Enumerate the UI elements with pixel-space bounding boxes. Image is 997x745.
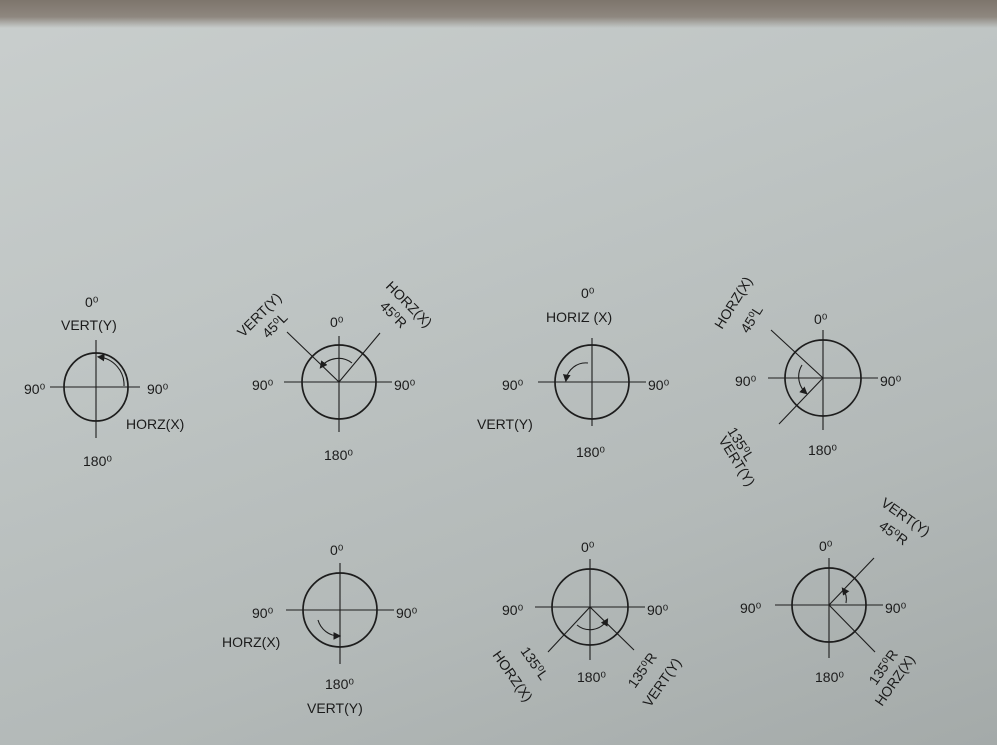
label-bottom-angle: 180⁰ bbox=[83, 453, 112, 469]
table-background bbox=[0, 0, 997, 28]
label-bottom-angle: 180⁰ bbox=[577, 669, 606, 685]
label-bottom-angle: 180⁰ bbox=[808, 442, 837, 458]
label-bottom-angle: 180⁰ bbox=[324, 447, 353, 463]
label-top-angle: 0⁰ bbox=[85, 294, 99, 310]
rotation-arrow bbox=[562, 362, 589, 383]
label-top-axis: VERT(Y) bbox=[61, 317, 117, 333]
label-right-angle: 90⁰ bbox=[394, 377, 416, 393]
label-top-angle: 0⁰ bbox=[330, 542, 344, 558]
rotation-arrow bbox=[576, 618, 609, 631]
diagonal-left-line bbox=[547, 606, 591, 653]
label-bottom-angle: 180⁰ bbox=[815, 669, 844, 685]
label-right-angle: 90⁰ bbox=[648, 377, 670, 393]
label-left-axis: VERT(Y) bbox=[477, 416, 533, 432]
diagonal-right-line bbox=[338, 332, 381, 383]
diagonal-down-line bbox=[778, 377, 824, 425]
label-left-angle: 90⁰ bbox=[252, 377, 274, 393]
label-left-angle: 90⁰ bbox=[24, 381, 46, 397]
diagonal-up-line bbox=[770, 329, 824, 379]
rotation-diagram-2: 0⁰ 90⁰ 90⁰ 180⁰ VERT(Y) 45⁰L HORZ(X) 45⁰… bbox=[234, 278, 436, 463]
label-right-angle: 90⁰ bbox=[647, 602, 669, 618]
label-top-axis: HORIZ (X) bbox=[546, 309, 612, 325]
label-left-angle: 90⁰ bbox=[502, 602, 524, 618]
rotation-diagram-5: 0⁰ 90⁰ 90⁰ HORZ(X) 180⁰ VERT(Y) bbox=[222, 542, 418, 716]
label-top-angle: 0⁰ bbox=[819, 538, 833, 554]
rotation-arrow bbox=[841, 587, 850, 604]
label-left-angle: 90⁰ bbox=[740, 600, 762, 616]
label-left-axis: HORZ(X) bbox=[222, 634, 280, 650]
diagonal-left-line bbox=[286, 331, 340, 383]
rotation-diagram-6: 0⁰ 90⁰ 90⁰ 180⁰ 135⁰L HORZ(X) 135⁰R VERT… bbox=[490, 539, 685, 710]
diagonal-down-line bbox=[828, 604, 876, 653]
diagonal-right-line bbox=[589, 606, 635, 651]
label-left-angle: 90⁰ bbox=[252, 605, 274, 621]
rotation-arrow bbox=[798, 364, 808, 395]
label-left-angle: 90⁰ bbox=[735, 373, 757, 389]
label-top-angle: 0⁰ bbox=[330, 314, 344, 330]
rotation-diagram-1: 0⁰ VERT(Y) 90⁰ 90⁰ HORZ(X) 180⁰ bbox=[24, 294, 184, 469]
label-right-angle: 90⁰ bbox=[396, 605, 418, 621]
label-bottom-angle: 180⁰ bbox=[576, 444, 605, 460]
label-right-angle: 90⁰ bbox=[880, 373, 902, 389]
label-top-angle: 0⁰ bbox=[814, 311, 828, 327]
label-right-axis: HORZ(X) bbox=[126, 416, 184, 432]
label-top-angle: 0⁰ bbox=[581, 285, 595, 301]
label-bottom-axis: VERT(Y) bbox=[307, 700, 363, 716]
label-diag-up-angle: 45⁰L bbox=[737, 302, 766, 335]
rotation-arrow bbox=[319, 357, 353, 369]
label-bottom-angle: 180⁰ bbox=[325, 676, 354, 692]
label-right-angle: 90⁰ bbox=[147, 381, 169, 397]
rotation-diagram-7: 0⁰ 90⁰ 90⁰ 180⁰ VERT(Y) 45⁰R 135⁰R HORZ(… bbox=[740, 494, 933, 708]
rotation-diagram-3: 0⁰ HORIZ (X) 90⁰ 90⁰ VERT(Y) 180⁰ bbox=[477, 285, 670, 460]
label-top-angle: 0⁰ bbox=[581, 539, 595, 555]
diagonal-up-line bbox=[828, 557, 875, 606]
rotation-diagram-4: 0⁰ 90⁰ 90⁰ 180⁰ HORZ(X) 45⁰L 135⁰L VERT(… bbox=[711, 274, 902, 489]
label-right-angle: 90⁰ bbox=[885, 600, 907, 616]
label-left-angle: 90⁰ bbox=[502, 377, 524, 393]
rotation-arrow bbox=[96, 353, 125, 387]
rotation-arrow bbox=[317, 619, 342, 640]
